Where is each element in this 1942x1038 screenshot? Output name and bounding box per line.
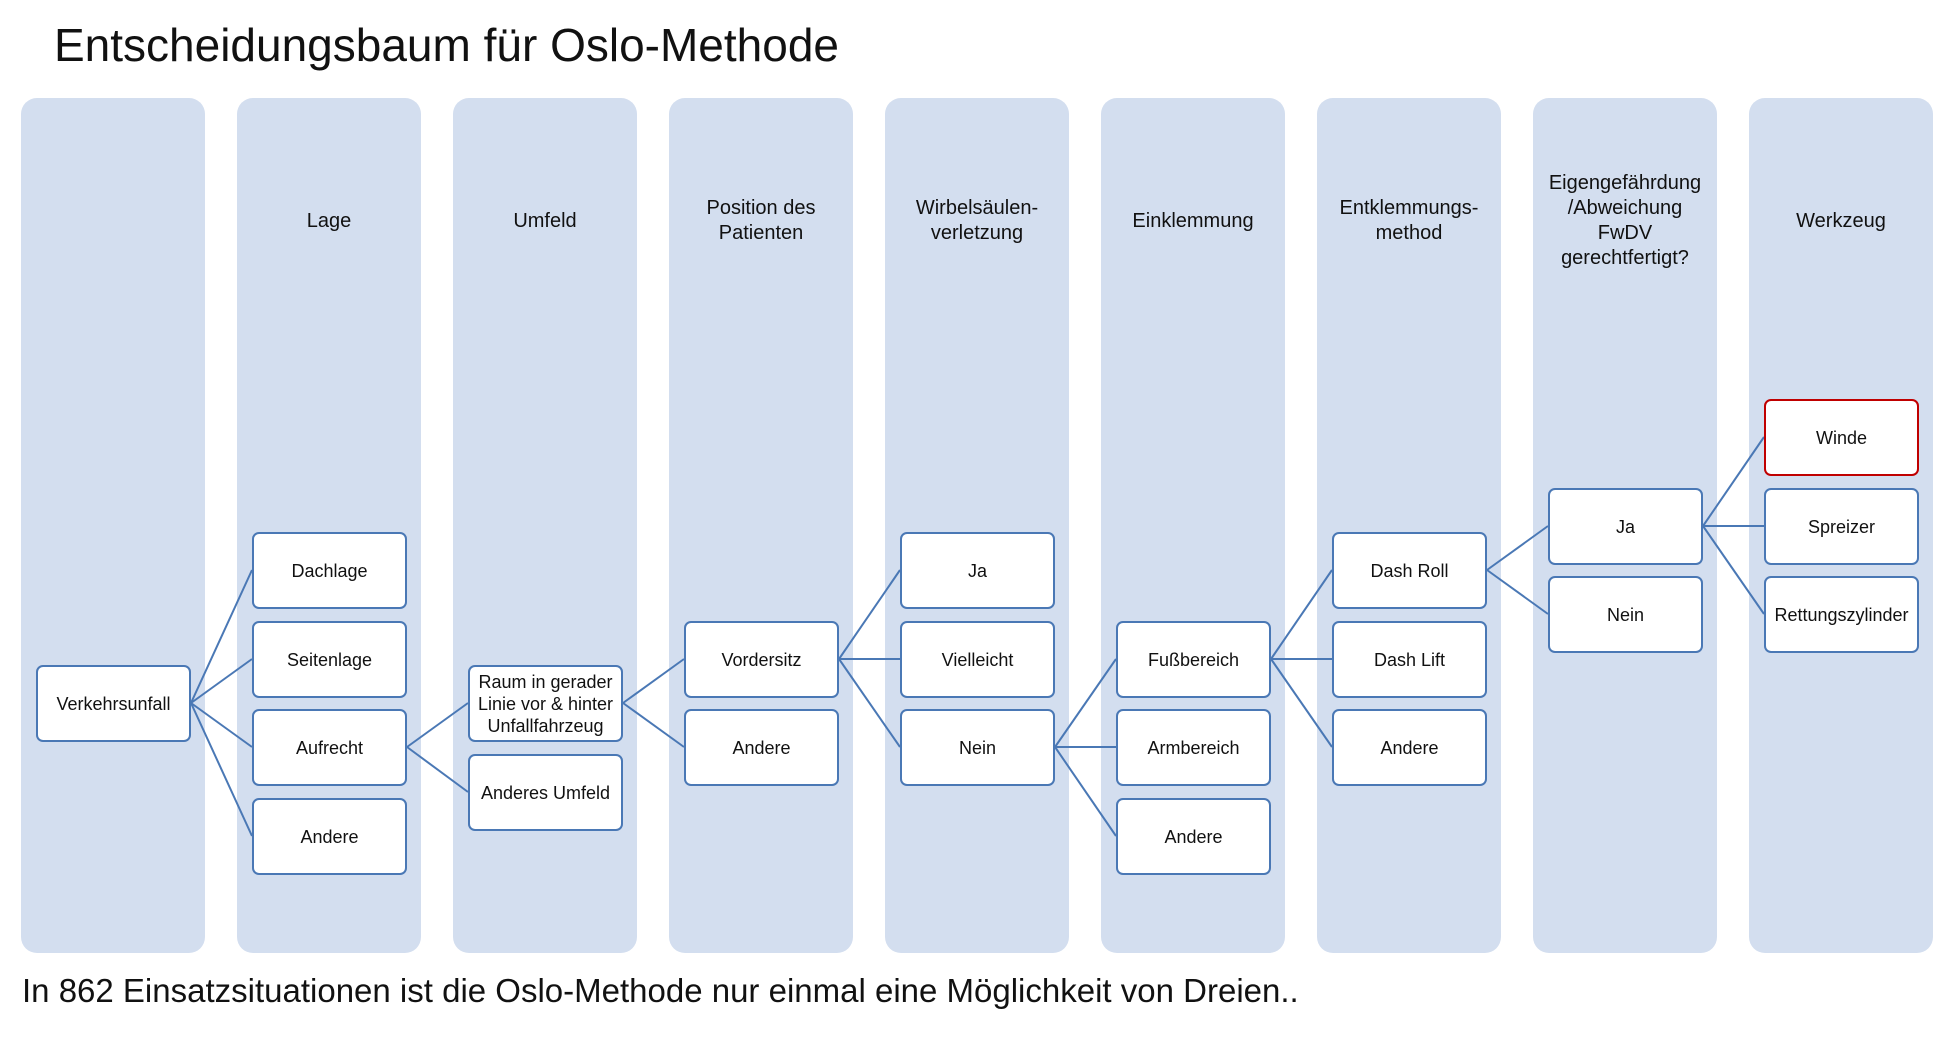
column-header: Lage [306, 209, 352, 232]
connector [1270, 569, 1333, 660]
column-header: Entklemmungs- method [1339, 197, 1479, 244]
connector [622, 658, 685, 704]
page-title: Entscheidungsbaum für Oslo-Methode [54, 19, 839, 71]
column-entklemmung: Entklemmungs- method [1317, 98, 1501, 953]
node-eg-ja: Ja [1548, 488, 1703, 565]
connector [406, 746, 469, 793]
node-rettungszylinder: Rettungszylinder [1764, 576, 1919, 653]
node-winde: Winde [1764, 399, 1919, 476]
footer-note: In 862 Einsatzsituationen ist die Oslo-M… [22, 972, 1299, 1009]
column-header: Eigengefährdung /Abweichung FwDV gerecht… [1548, 172, 1702, 269]
column-header: Werkzeug [1796, 209, 1886, 232]
connector [406, 702, 469, 748]
node-verkehrsunfall: Verkehrsunfall [36, 665, 191, 742]
column-header: Umfeld [513, 209, 577, 232]
connector [190, 702, 253, 748]
connector [1702, 436, 1765, 527]
connector [1702, 525, 1765, 615]
node-einklemmung-andere: Andere [1116, 798, 1271, 875]
connector [1054, 746, 1117, 837]
node-methode-andere: Andere [1332, 709, 1487, 786]
column-start [21, 98, 205, 953]
node-raum-gerade-linie: Raum in gerader Linie vor & hinter Unfal… [468, 665, 623, 742]
column-header: Position des Patienten [706, 197, 816, 244]
node-armbereich: Armbereich [1116, 709, 1271, 786]
column-header: Wirbelsäulen- verletzung [915, 197, 1039, 244]
node-dachlage: Dachlage [252, 532, 407, 609]
node-anderes-umfeld: Anderes Umfeld [468, 754, 623, 831]
column-header: Einklemmung [1132, 209, 1254, 232]
node-aufrecht: Aufrecht [252, 709, 407, 786]
node-dash-lift: Dash Lift [1332, 621, 1487, 698]
connector [1486, 569, 1549, 615]
node-position-andere: Andere [684, 709, 839, 786]
connector [190, 702, 253, 837]
connector [838, 658, 901, 748]
connector [190, 658, 253, 704]
node-ws-nein: Nein [900, 709, 1055, 786]
node-fussbereich: Fußbereich [1116, 621, 1271, 698]
node-ws-ja: Ja [900, 532, 1055, 609]
node-lage-andere: Andere [252, 798, 407, 875]
node-spreizer: Spreizer [1764, 488, 1919, 565]
connector [1486, 525, 1549, 571]
node-eg-nein: Nein [1548, 576, 1703, 653]
column-position: Position des Patienten [669, 98, 853, 953]
connector [838, 569, 901, 660]
connector [1054, 658, 1117, 748]
node-vordersitz: Vordersitz [684, 621, 839, 698]
column-wirbelsaeule: Wirbelsäulen- verletzung [885, 98, 1069, 953]
connector [622, 702, 685, 748]
connector [1270, 658, 1333, 748]
node-dash-roll: Dash Roll [1332, 532, 1487, 609]
node-ws-vielleicht: Vielleicht [900, 621, 1055, 698]
connector [190, 569, 253, 704]
node-seitenlage: Seitenlage [252, 621, 407, 698]
